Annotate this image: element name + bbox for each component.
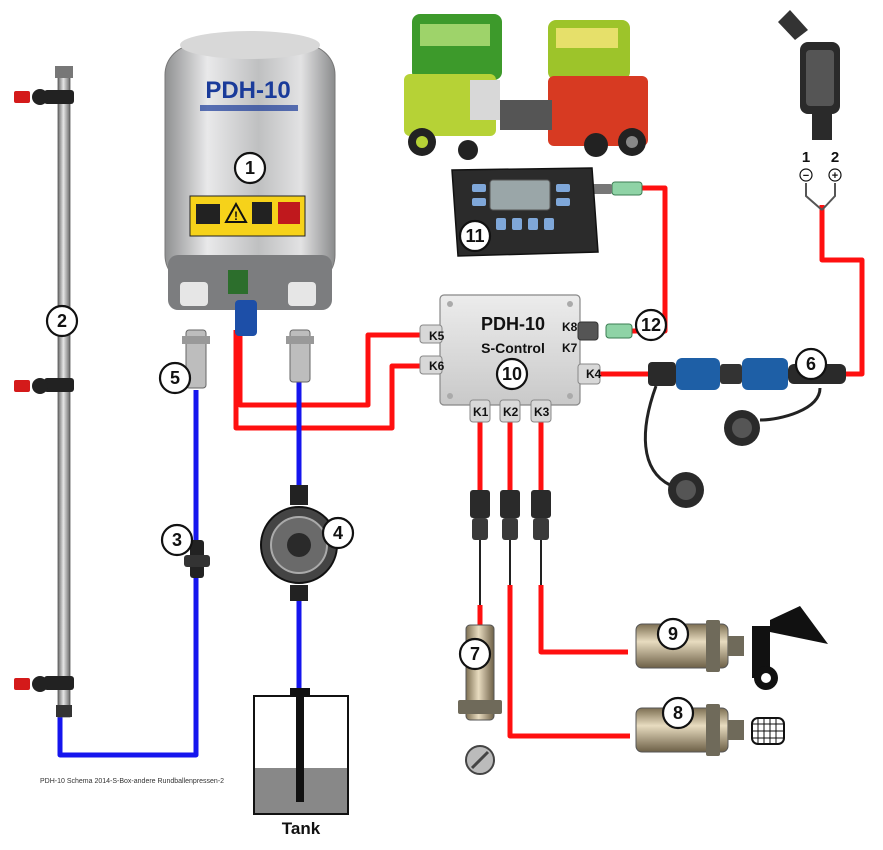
port-k8: K8 (562, 320, 578, 334)
callout-12 (634, 308, 668, 342)
check-valve (184, 540, 210, 578)
nozzle-icon (14, 89, 74, 105)
callout-8 (661, 696, 695, 730)
round-balers-picture (404, 14, 648, 160)
control-box-title: PDH-10 (481, 314, 545, 334)
spray-boom (14, 66, 74, 718)
power-pin-2: 2 (831, 149, 839, 166)
callout-12-label: 12 (641, 315, 661, 335)
diagram-caption: PDH-10 Schema 2014-S-Box-andere Rundball… (40, 778, 224, 785)
port-k6: K6 (429, 359, 445, 373)
callout-4-label: 4 (333, 523, 343, 543)
svg-text:!: ! (234, 209, 238, 223)
wire-sensor8-lead (507, 585, 630, 739)
power-minus: − (803, 170, 809, 182)
power-pin-1: 1 (802, 149, 810, 166)
callout-9-label: 9 (668, 624, 678, 644)
wire-pump-k6 (233, 330, 432, 431)
callout-3 (160, 523, 194, 557)
callout-6-label: 6 (806, 354, 816, 374)
inlet-fitting (182, 329, 314, 389)
callout-4 (321, 516, 355, 550)
control-box: PDH-10 S-Control (419, 294, 601, 423)
port-k2: K2 (503, 405, 519, 419)
port-k5: K5 (429, 329, 445, 343)
net-sensor (635, 606, 828, 690)
line-filter (260, 485, 338, 601)
callout-3-label: 3 (172, 530, 182, 550)
callout-8-label: 8 (673, 703, 683, 723)
callout-11 (458, 219, 492, 253)
pump: PDH-10 ! 1 (164, 31, 336, 336)
nozzle-icon (14, 676, 74, 692)
nozzle-icon (14, 378, 74, 394)
pump-brand-label: PDH-10 (205, 77, 290, 104)
callout-7 (458, 637, 492, 671)
callout-10-label: 10 (502, 364, 522, 384)
bale-sensor (635, 704, 785, 756)
plus-icon (828, 168, 842, 182)
wire-pump-k5 (237, 330, 432, 408)
power-plus: + (832, 170, 838, 182)
tank (253, 688, 349, 815)
callout-5 (158, 361, 192, 395)
callout-10 (495, 357, 529, 391)
tank-label: Tank (282, 819, 321, 838)
wire-connector-power (819, 205, 865, 377)
port-k3: K3 (534, 405, 550, 419)
port-k7: K7 (562, 341, 578, 355)
callout-2 (45, 304, 79, 338)
callout-2-label: 2 (57, 311, 67, 331)
callout-5-label: 5 (170, 368, 180, 388)
power-plug (778, 10, 840, 140)
callout-1 (233, 151, 267, 185)
control-box-subtitle: S-Control (481, 340, 545, 356)
port-k1: K1 (473, 405, 489, 419)
port-k4: K4 (586, 367, 602, 381)
wire-k8-terminal (612, 185, 668, 334)
callout-6 (794, 347, 828, 381)
callout-9 (656, 617, 690, 651)
sensor-plugs (470, 490, 551, 540)
callout-1-label: 1 (245, 158, 255, 178)
blue-connector (643, 358, 846, 508)
green-cable-connector (592, 181, 643, 339)
warning-icon: ! (224, 201, 248, 223)
callout-11-label: 11 (465, 226, 484, 246)
callout-7-label: 7 (470, 644, 480, 664)
wire-sensor9-lead (538, 585, 628, 655)
hose-pump-valve (57, 390, 199, 758)
minus-icon (799, 168, 813, 182)
